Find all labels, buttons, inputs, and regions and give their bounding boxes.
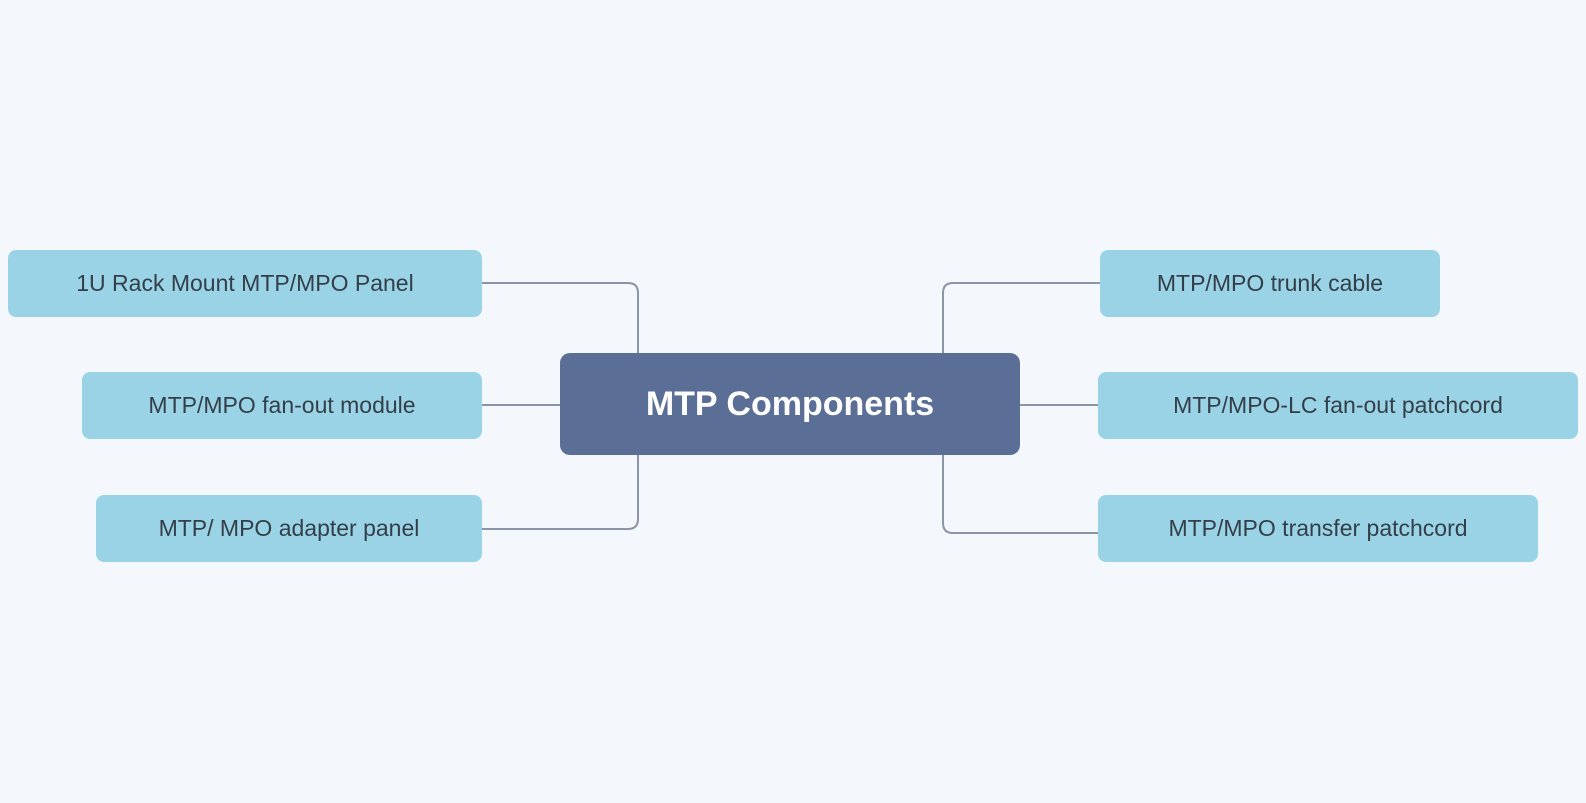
branch-node-label: MTP/ MPO adapter panel (158, 515, 420, 541)
branch-node-label: MTP/MPO fan-out module (148, 392, 416, 418)
branch-node-label: MTP/MPO transfer patchcord (1168, 515, 1468, 541)
branch-node-label: MTP/MPO trunk cable (1156, 270, 1384, 296)
root-node-label: MTP Components (645, 385, 935, 423)
branch-node-label: MTP/MPO-LC fan-out patchcord (1173, 392, 1503, 418)
root-node[interactable]: MTP Components (560, 353, 1020, 455)
branch-node-left-3[interactable]: MTP/ MPO adapter panel (96, 495, 482, 562)
branch-node-right-2[interactable]: MTP/MPO-LC fan-out patchcord (1098, 372, 1578, 439)
branch-node-label: 1U Rack Mount MTP/MPO Panel (76, 270, 414, 296)
connector-left-bottom (481, 454, 639, 530)
connector-left-top (481, 282, 639, 354)
branch-node-right-1[interactable]: MTP/MPO trunk cable (1100, 250, 1440, 317)
branch-node-left-1[interactable]: 1U Rack Mount MTP/MPO Panel (8, 250, 482, 317)
connector-right-bottom (942, 454, 1099, 534)
connector-right-top (942, 282, 1101, 354)
branch-node-right-3[interactable]: MTP/MPO transfer patchcord (1098, 495, 1538, 562)
branch-node-left-2[interactable]: MTP/MPO fan-out module (82, 372, 482, 439)
